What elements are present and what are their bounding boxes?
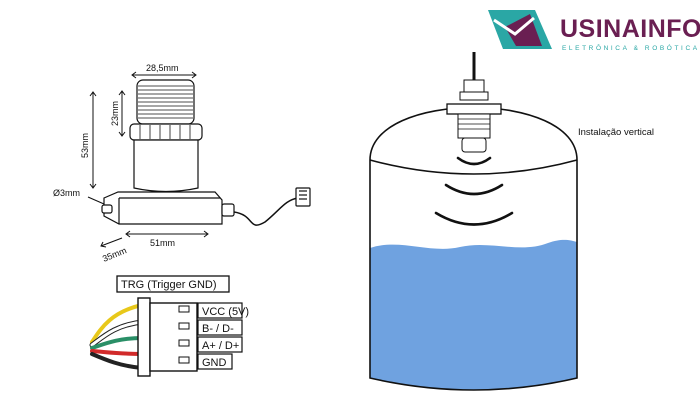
trg-label-box: [116, 275, 230, 293]
wire-red: [90, 349, 144, 356]
cable-gland: [221, 203, 235, 217]
wire-black: [90, 352, 144, 370]
wire-green: [90, 336, 144, 350]
tank-sensor-gland: [463, 79, 485, 93]
dim-base-depth-line: [100, 237, 123, 247]
sound-waves: [434, 156, 514, 226]
pin-label-gnd: GND: [202, 357, 227, 369]
dim-hole-leader: [87, 196, 105, 205]
tank-top-edge: [369, 159, 578, 175]
pin-3: [178, 339, 190, 347]
wire-yellow: [90, 303, 144, 344]
pin-label-vcc: VCC (5V): [202, 306, 249, 318]
sensor-base: [103, 191, 223, 225]
pinout-diagram: TRG (Trigger GND) VCC (5V) B- / D- A+ / …: [89, 275, 249, 377]
logo-mark-line: [493, 16, 535, 36]
brand-logo: USINAINFO ELETRÔNICA & ROBÓTICA: [488, 10, 700, 52]
logo-mark-front: [505, 14, 542, 46]
dimension-lines: [87, 71, 209, 248]
dim-width-top: 28,5mm: [146, 63, 179, 73]
wire-bundle: [89, 303, 145, 370]
connector-housing: [137, 297, 151, 377]
dim-base-depth: 35mm: [101, 245, 128, 264]
connector-plug: [295, 187, 311, 207]
tank-outline: [369, 106, 578, 391]
tank-sensor-mount: [446, 103, 502, 115]
brand-name: USINAINFO: [560, 15, 700, 43]
pin-1: [178, 305, 190, 313]
pin-label-b: B- / D-: [202, 323, 234, 335]
sensor-drawing: [101, 79, 311, 226]
wave-3: [434, 211, 514, 226]
brand-tagline: ELETRÔNICA & ROBÓTICA: [562, 43, 700, 52]
wave-2: [444, 183, 504, 196]
connector-body: [149, 302, 198, 372]
pin-label-a: A+ / D+: [202, 340, 239, 352]
wave-1: [456, 156, 492, 166]
sensor-body: [133, 139, 199, 193]
installation-caption: Instalação vertical: [578, 127, 654, 138]
tank-illustration: Instalação vertical: [369, 52, 654, 391]
cable: [233, 197, 299, 226]
sensor-nut: [129, 123, 203, 141]
dim-total-height: 53mm: [80, 133, 90, 158]
pin-4: [178, 356, 190, 364]
trg-label: TRG (Trigger GND): [121, 279, 217, 291]
tank-sensor-head: [457, 113, 491, 139]
dim-thread-height: 23mm: [110, 101, 120, 126]
thread-lines: [138, 85, 193, 119]
pin-2: [178, 322, 190, 330]
tank-water: [370, 239, 577, 390]
dim-base-length: 51mm: [150, 238, 175, 248]
dim-hole: Ø3mm: [53, 188, 80, 198]
mounting-hole: [101, 204, 113, 214]
